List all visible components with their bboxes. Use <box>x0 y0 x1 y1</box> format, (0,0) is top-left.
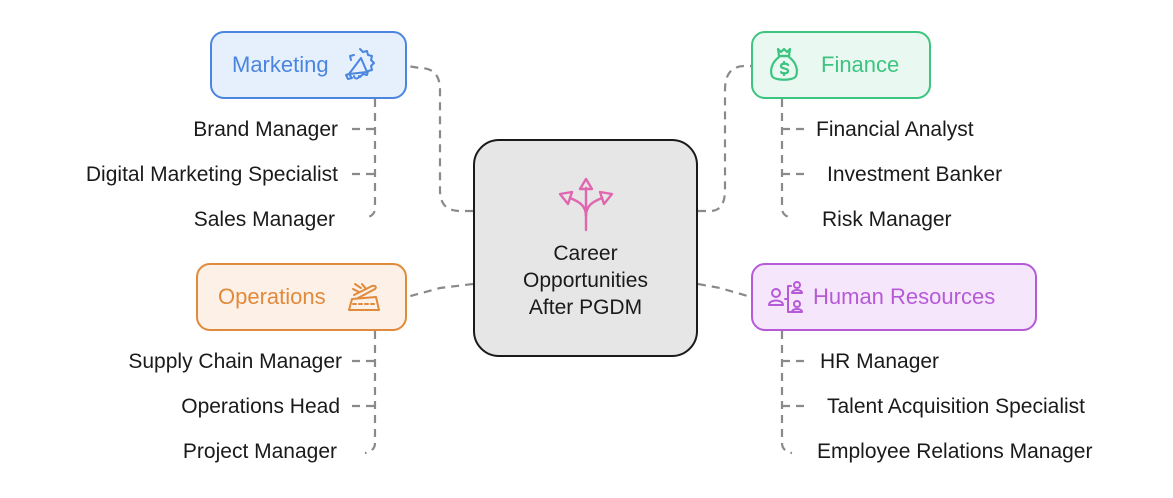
branch-node-operations[interactable]: Operations <box>196 263 407 331</box>
central-topic-title: Career Opportunities After PGDM <box>523 240 648 321</box>
money-bag-icon <box>770 47 798 81</box>
central-title-line-1: Career <box>553 241 618 265</box>
connector-center-marketing <box>406 64 473 213</box>
connector-marketing-trunk <box>364 99 377 220</box>
leaf-brand-manager[interactable]: Brand Manager <box>193 118 338 141</box>
branching-arrows-icon <box>558 177 613 231</box>
leaf-employee-relations-manager[interactable]: Employee Relations Manager <box>817 440 1093 463</box>
branch-node-finance[interactable]: Finance <box>751 31 931 99</box>
airplane-runway-icon <box>347 283 380 311</box>
branch-label-operations: Operations <box>218 284 326 309</box>
branch-label-marketing: Marketing <box>232 52 329 77</box>
leaf-project-manager[interactable]: Project Manager <box>182 440 337 463</box>
org-chart-people-icon <box>768 281 803 313</box>
branch-node-human-resources[interactable]: Human Resources <box>751 263 1037 331</box>
megaphone-badge-icon <box>344 48 375 80</box>
leaf-talent-acquisition-specialist[interactable]: Talent Acquisition Specialist <box>827 395 1085 418</box>
leaf-risk-manager[interactable]: Risk Manager <box>822 208 952 231</box>
connector-hr-trunk <box>780 331 793 455</box>
leaf-operations-head[interactable]: Operations Head <box>181 395 340 418</box>
leaf-investment-banker[interactable]: Investment Banker <box>827 163 1003 186</box>
central-topic-node[interactable]: Career Opportunities After PGDM <box>473 139 698 357</box>
leaf-financial-analyst[interactable]: Financial Analyst <box>816 118 974 141</box>
leaf-digital-marketing-specialist[interactable]: Digital Marketing Specialist <box>85 163 338 186</box>
leaf-supply-chain-manager[interactable]: Supply Chain Manager <box>128 350 342 373</box>
connector-center-operations <box>406 282 474 299</box>
connector-operations-trunk <box>364 331 377 455</box>
branch-label-finance: Finance <box>821 52 900 77</box>
central-title-line-3: After PGDM <box>528 295 643 319</box>
leaf-hr-manager[interactable]: HR Manager <box>820 350 940 373</box>
connector-center-hr <box>697 282 752 299</box>
connector-finance-trunk <box>780 99 793 220</box>
branch-node-marketing[interactable]: Marketing <box>210 31 407 99</box>
central-title-line-2: Opportunities <box>523 268 648 292</box>
branch-label-human-resources: Human Resources <box>813 284 996 309</box>
connector-center-finance <box>698 64 751 213</box>
leaf-sales-manager[interactable]: Sales Manager <box>193 208 335 231</box>
